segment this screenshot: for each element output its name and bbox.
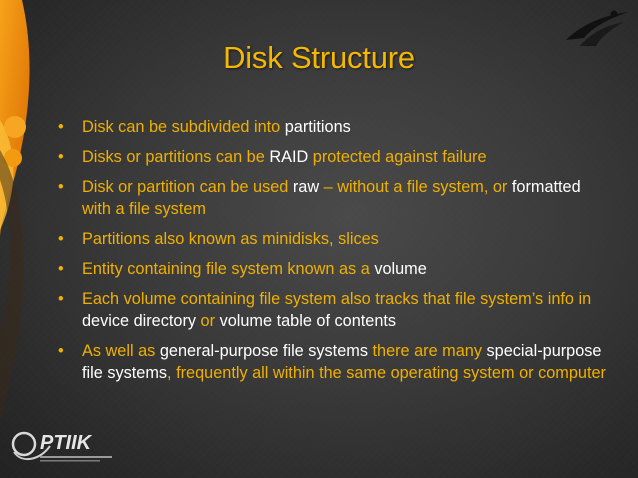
bullet-text-segment: formatted — [511, 178, 581, 196]
bullet-text-segment: special-purpose file systems — [82, 342, 602, 382]
footer-logo-text: PTIIK — [40, 432, 93, 454]
bullet-text-segment: volume — [374, 260, 427, 278]
swoosh-logo-icon — [566, 10, 628, 46]
bullet-item: Entity containing file system known as a… — [54, 258, 614, 280]
bullet-text-segment: Disk can be subdivided into — [82, 118, 285, 136]
bullet-text-segment: general-purpose file systems — [159, 342, 368, 360]
page-title: Disk Structure — [223, 40, 415, 75]
bullet-text-segment: there are many — [367, 342, 487, 360]
bullet-text-segment: – without a file system, or — [319, 178, 512, 196]
bullet-text-segment: Entity containing file system known as a — [82, 260, 375, 278]
bullet-text-segment: partitions — [284, 118, 351, 136]
bullet-item: Partitions also known as minidisks, slic… — [54, 228, 614, 250]
bullet-text-segment: As well as — [82, 342, 160, 360]
bullet-item: Disks or partitions can be RAID protecte… — [54, 146, 614, 168]
bullet-text-segment: raw — [292, 178, 320, 196]
orange-swoosh-decoration — [0, 0, 30, 420]
bullet-text-segment: Disk or partition can be used — [82, 178, 293, 196]
bullet-text-segment: or — [196, 312, 220, 330]
bullet-text-segment: Each volume containing file system also … — [82, 290, 592, 308]
bullet-item: As well as general-purpose file systems … — [54, 340, 614, 384]
bullet-text-segment: device directory — [82, 312, 197, 330]
bullet-item: Disk can be subdivided into partitions — [54, 116, 614, 138]
bullet-list: Disk can be subdivided into partitionsDi… — [54, 116, 614, 392]
bullet-item: Disk or partition can be used raw – with… — [54, 176, 614, 220]
ptiik-logo-icon: PTIIK — [11, 431, 112, 462]
bullet-item: Each volume containing file system also … — [54, 288, 614, 332]
bullet-text-segment: RAID — [269, 148, 309, 166]
bullet-text-segment: Partitions also known as minidisks, slic… — [82, 230, 379, 248]
bullet-text-segment: volume table of contents — [219, 312, 397, 330]
bullet-text-segment: Disks or partitions can be — [82, 148, 270, 166]
bullet-text-segment: , frequently all within the same operati… — [167, 364, 606, 382]
bullet-text-segment: with a file system — [82, 200, 206, 218]
bullet-text-segment: protected against failure — [308, 148, 487, 166]
